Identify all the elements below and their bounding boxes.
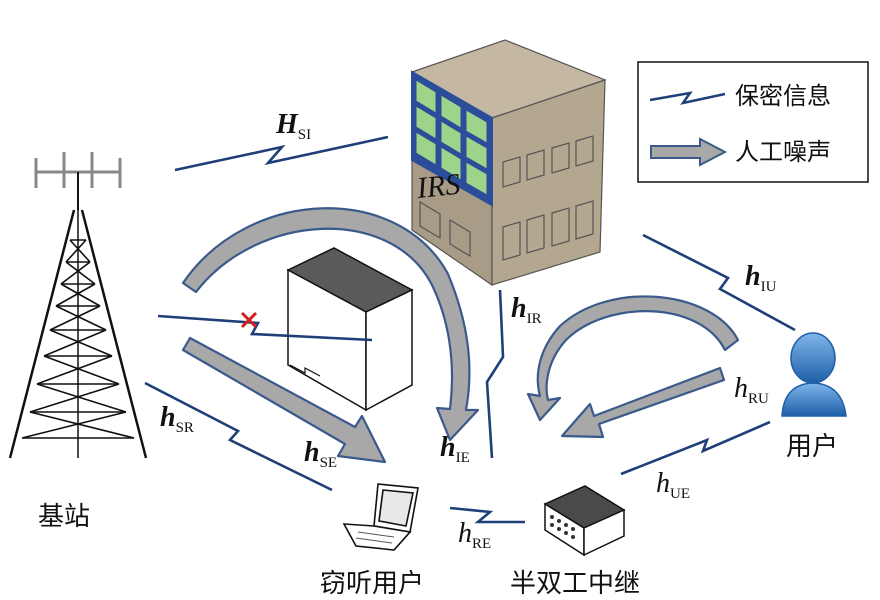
link-relay-eve <box>449 506 525 524</box>
relay-label: 半双工中继 <box>510 569 640 599</box>
label-H-SI: HSI <box>275 109 311 143</box>
link-user-eve <box>620 420 771 476</box>
legend: 保密信息 人工噪声 <box>637 61 869 183</box>
label-h-UE: hUE <box>656 468 690 502</box>
link-bs-blocked <box>157 314 373 342</box>
noise-arrow-bs-eve <box>181 336 387 464</box>
obstacle-block-icon <box>286 247 414 412</box>
irs-building-icon <box>410 39 607 287</box>
label-h-IE: hIE <box>440 432 470 466</box>
noise-arrow-curved-user <box>526 295 740 422</box>
label-h-IU: hIU <box>745 261 777 295</box>
link-irs-user <box>642 233 796 332</box>
arrow-icon <box>650 137 728 167</box>
label-h-RU: hRU <box>734 373 769 407</box>
zigzag-signal-icon <box>649 91 726 105</box>
label-h-IR: hIR <box>511 293 542 327</box>
noise-arrow-curved-bs-eve <box>181 207 480 442</box>
user-label: 用户 <box>786 432 838 462</box>
legend-box <box>637 61 869 183</box>
base-station-label: 基站 <box>38 502 90 532</box>
label-h-RE: hRE <box>458 518 491 552</box>
link-bs-relay <box>144 381 333 492</box>
blocked-x-icon <box>240 311 258 329</box>
base-station-tower-icon <box>8 152 148 459</box>
irs-label: IRS <box>414 168 462 205</box>
eavesdropper-label: 窃听用户 <box>320 569 424 599</box>
legend-label-secret: 保密信息 <box>735 82 831 110</box>
laptop-eavesdropper-icon <box>342 483 419 551</box>
label-h-SR: hSR <box>160 402 194 436</box>
relay-device-icon <box>543 485 626 557</box>
legend-label-noise: 人工噪声 <box>735 138 831 166</box>
noise-arrow-user-relay <box>560 366 726 439</box>
link-irs-relay <box>485 289 505 459</box>
user-person-icon <box>781 332 847 417</box>
label-h-SE: hSE <box>304 437 337 471</box>
link-bs-irs <box>174 135 389 172</box>
